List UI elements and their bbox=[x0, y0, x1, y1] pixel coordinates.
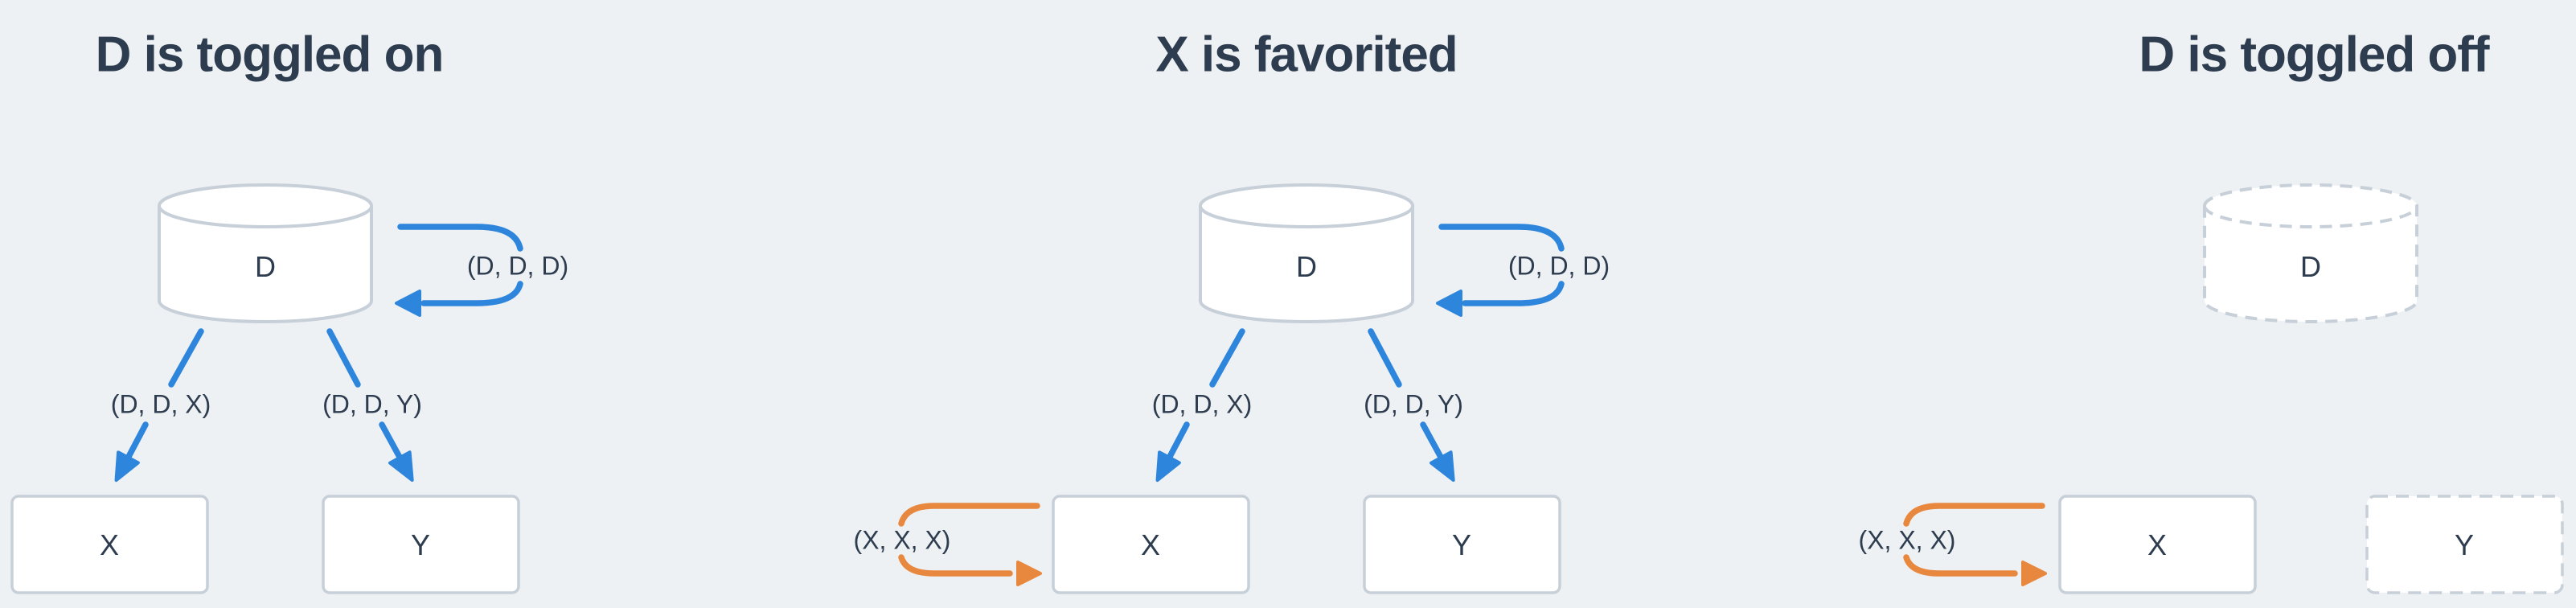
arrowhead-left-icon bbox=[1436, 290, 1462, 317]
edge-x-self-loop bbox=[1903, 503, 2047, 586]
node-x-box bbox=[1052, 495, 1250, 594]
panel3-shapes bbox=[1903, 183, 2564, 594]
panel1-shapes bbox=[10, 183, 523, 594]
arrowhead-right-icon bbox=[1016, 561, 1042, 586]
edge-x-self-loop bbox=[898, 503, 1042, 586]
node-x-box bbox=[10, 495, 209, 594]
node-y-box bbox=[1363, 495, 1561, 594]
panel2-shapes bbox=[898, 183, 1565, 594]
edge-d-to-x bbox=[114, 328, 204, 483]
dataset-cylinder-icon bbox=[1199, 183, 1414, 323]
edge-d-self-loop bbox=[395, 224, 523, 317]
arrowhead-right-icon bbox=[2021, 561, 2047, 586]
node-x-box bbox=[2058, 495, 2257, 594]
edge-d-self-loop bbox=[1436, 224, 1565, 317]
dataset-cylinder-icon bbox=[158, 183, 373, 323]
edge-d-to-y bbox=[326, 328, 414, 483]
arrowhead-left-icon bbox=[395, 290, 421, 317]
dataset-cylinder-dashed-icon bbox=[2203, 183, 2418, 323]
node-y-box bbox=[322, 495, 520, 594]
node-y-box-dashed bbox=[2365, 495, 2564, 594]
edge-d-to-x bbox=[1155, 328, 1245, 483]
edge-d-to-y bbox=[1368, 328, 1455, 483]
